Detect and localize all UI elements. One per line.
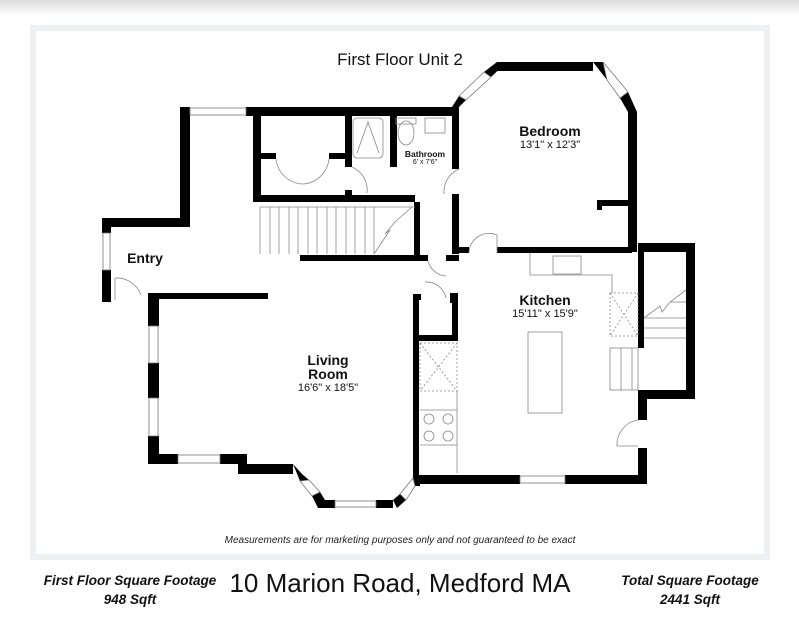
room-living-room: Living Room 16'6" x 18'5"	[273, 353, 383, 395]
walls	[102, 62, 695, 508]
room-dimensions: 15'11" x 15'9"	[512, 308, 578, 320]
room-name: Entry	[127, 250, 163, 266]
room-name: Kitchen	[519, 292, 571, 308]
room-name-line1: Living	[307, 352, 349, 368]
first-floor-sqft-value: 948 Sqft	[103, 592, 157, 607]
first-floor-sqft-label: First Floor Square Footage	[43, 573, 217, 588]
top-shadow-bar	[0, 0, 799, 16]
first-floor-sqft: First Floor Square Footage 948 Sqft	[30, 571, 230, 609]
total-sqft: Total Square Footage 2441 Sqft	[590, 571, 790, 609]
property-address: 10 Marion Road, Medford MA	[229, 568, 571, 598]
room-dimensions: 13'1" x 12'3"	[519, 139, 581, 151]
fixtures	[114, 117, 687, 473]
room-bathroom: Bathroom 6' x 7'6"	[395, 149, 455, 166]
room-name: Bathroom	[404, 149, 446, 159]
room-name: Bedroom	[519, 123, 581, 139]
disclaimer: Measurements are for marketing purposes …	[224, 535, 576, 546]
total-sqft-value: 2441 Sqft	[659, 592, 721, 607]
room-bedroom: Bedroom 13'1" x 12'3"	[495, 123, 605, 151]
room-kitchen: Kitchen 15'11" x 15'9"	[490, 292, 600, 320]
room-dimensions: 16'6" x 18'5"	[297, 382, 359, 394]
windows	[102, 61, 629, 508]
plan-title: First Floor Unit 2	[337, 50, 463, 69]
room-entry: Entry	[118, 250, 172, 266]
room-name-line2: Room	[308, 366, 348, 382]
room-dimensions: 6' x 7'6"	[412, 159, 438, 166]
total-sqft-label: Total Square Footage	[621, 573, 759, 588]
